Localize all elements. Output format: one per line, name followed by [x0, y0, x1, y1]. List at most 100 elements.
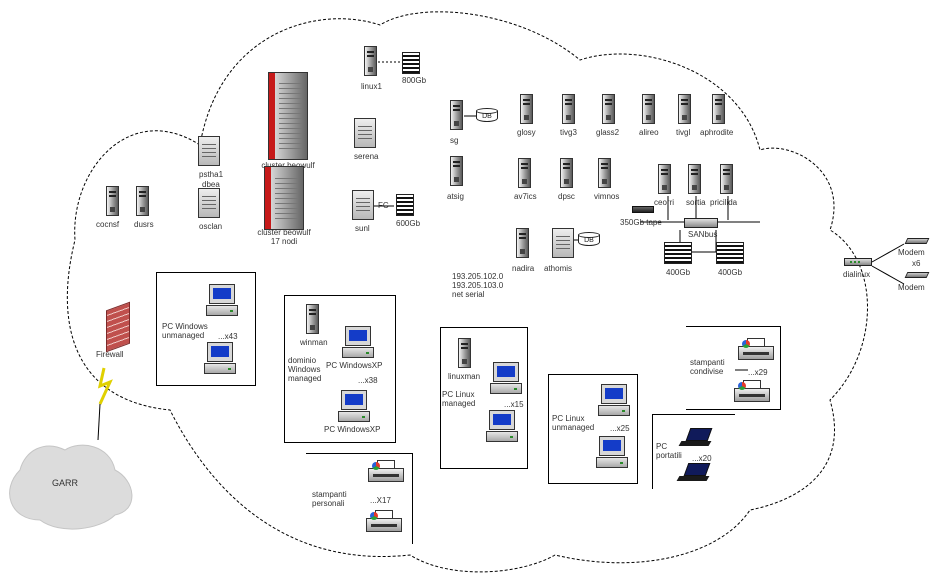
pc-win-unmanaged-2[interactable]: [204, 342, 236, 376]
label-sg: sg: [450, 136, 459, 145]
server-glass2[interactable]: [602, 94, 615, 124]
label-av7ics: av7ics: [514, 192, 537, 201]
count-win-unmanaged: ...x43: [218, 332, 238, 341]
server-pricilida[interactable]: [720, 164, 733, 194]
disk-400b: [716, 242, 744, 264]
label-ceorri: ceorri: [654, 198, 675, 207]
server-sg[interactable]: [450, 100, 463, 130]
label-firewall: Firewall: [96, 350, 124, 359]
label-linux-managed: PC Linux managed: [442, 390, 476, 408]
cluster-10-nodes[interactable]: [268, 72, 308, 160]
server-athomis[interactable]: [552, 228, 574, 258]
firewall-icon[interactable]: [106, 301, 130, 353]
disk-400a: [664, 242, 692, 264]
modem-1: [904, 238, 930, 244]
label-d400b: 400Gb: [718, 268, 743, 277]
label-win-managed-pc2: PC WindowsXP: [324, 425, 381, 434]
db-sg: DB: [476, 108, 498, 124]
laptop-2[interactable]: [676, 463, 711, 483]
label-disk-800: 800Gb: [402, 76, 427, 85]
server-cocnsf[interactable]: [106, 186, 119, 216]
label-pstha1: pstha1: [199, 170, 224, 179]
label-dbea: dbea: [202, 180, 220, 189]
label-modem1: Modem: [898, 248, 925, 257]
server-aphrodite[interactable]: [712, 94, 725, 124]
server-sunl[interactable]: [352, 190, 374, 220]
cluster-17-nodes[interactable]: [264, 166, 304, 230]
label-tape: 350Gb tape: [620, 218, 662, 227]
label-fc: FC: [378, 201, 389, 210]
label-sortia: sortia: [686, 198, 706, 207]
count-printers-personal: ...X17: [370, 496, 391, 505]
label-win-domain: dominio Windows managed: [288, 356, 322, 383]
group-win-unmanaged: [156, 272, 256, 386]
label-alireo: alireo: [639, 128, 659, 137]
server-serena[interactable]: [354, 118, 376, 148]
printer-personal-2[interactable]: [366, 510, 402, 534]
label-ipnote: 193.205.102.0 193.205.103.0 net serial: [452, 272, 504, 299]
server-atsig[interactable]: [450, 156, 463, 186]
server-glosy[interactable]: [520, 94, 533, 124]
label-win-unmanaged: PC Windows unmanaged: [162, 322, 208, 340]
server-av7ics[interactable]: [518, 158, 531, 188]
label-linux-unmanaged: PC Linux unmanaged: [552, 414, 595, 432]
server-tivgl[interactable]: [678, 94, 691, 124]
count-laptops: ...x20: [692, 454, 712, 463]
label-disk-600: 600Gb: [396, 219, 421, 228]
group-win-managed: [284, 295, 396, 443]
pc-linux-unmanaged-2[interactable]: [596, 436, 628, 470]
label-vimnos: vimnos: [594, 192, 620, 201]
label-san: SANbus: [688, 230, 718, 239]
label-athomis: athomis: [544, 264, 573, 273]
label-tivg3: tivg3: [560, 128, 577, 137]
pc-linux-managed-1[interactable]: [490, 362, 522, 396]
server-linuxman[interactable]: [458, 338, 471, 368]
label-dialinux: dialinux: [843, 270, 871, 279]
label-d400a: 400Gb: [666, 268, 691, 277]
label-cluster17: cluster beowulf 17 nodi: [257, 228, 311, 246]
server-pstha1[interactable]: [198, 136, 220, 166]
disk-800: [402, 52, 420, 74]
server-sortia[interactable]: [688, 164, 701, 194]
db-athomis: DB: [578, 232, 600, 248]
printer-shared-2[interactable]: [734, 380, 770, 404]
db-athomis-label: DB: [584, 237, 594, 244]
group-linux-managed: [440, 327, 528, 469]
label-dusrs: dusrs: [134, 220, 154, 229]
server-osclan[interactable]: [198, 188, 220, 218]
tape-drive: [632, 206, 654, 213]
disk-600: [396, 194, 414, 216]
printer-personal-1[interactable]: [368, 460, 404, 484]
server-tivg3[interactable]: [562, 94, 575, 124]
server-winman[interactable]: [306, 304, 319, 334]
server-dpsc[interactable]: [560, 158, 573, 188]
laptop-1[interactable]: [678, 428, 713, 448]
pc-win-managed-2[interactable]: [338, 390, 370, 424]
pc-linux-unmanaged-1[interactable]: [598, 384, 630, 418]
pc-linux-managed-2[interactable]: [486, 410, 518, 444]
server-nadira[interactable]: [516, 228, 529, 258]
pc-win-managed-1[interactable]: [342, 326, 374, 360]
server-alireo[interactable]: [642, 94, 655, 124]
group-laptops: [652, 414, 735, 489]
label-osclan: osclan: [199, 222, 223, 231]
server-dusrs[interactable]: [136, 186, 149, 216]
label-pricilida: pricilida: [710, 198, 738, 207]
garr-cloud: [9, 444, 133, 530]
printer-shared-1[interactable]: [738, 338, 774, 362]
san-switch: [684, 218, 718, 228]
label-printers-personal: stampanti personali: [312, 490, 347, 508]
server-ceorri[interactable]: [658, 164, 671, 194]
label-glosy: glosy: [517, 128, 536, 137]
label-modem-count: x6: [912, 259, 921, 268]
label-winman: winman: [300, 338, 328, 347]
server-linux1[interactable]: [364, 46, 377, 76]
count-win-managed: ...x38: [358, 376, 378, 385]
server-vimnos[interactable]: [598, 158, 611, 188]
pc-win-unmanaged-1[interactable]: [206, 284, 238, 318]
label-nadira: nadira: [512, 264, 535, 273]
count-linux-unmanaged: ...x25: [610, 424, 630, 433]
lightning-link: [97, 367, 113, 405]
group-printers-personal: [306, 453, 413, 544]
